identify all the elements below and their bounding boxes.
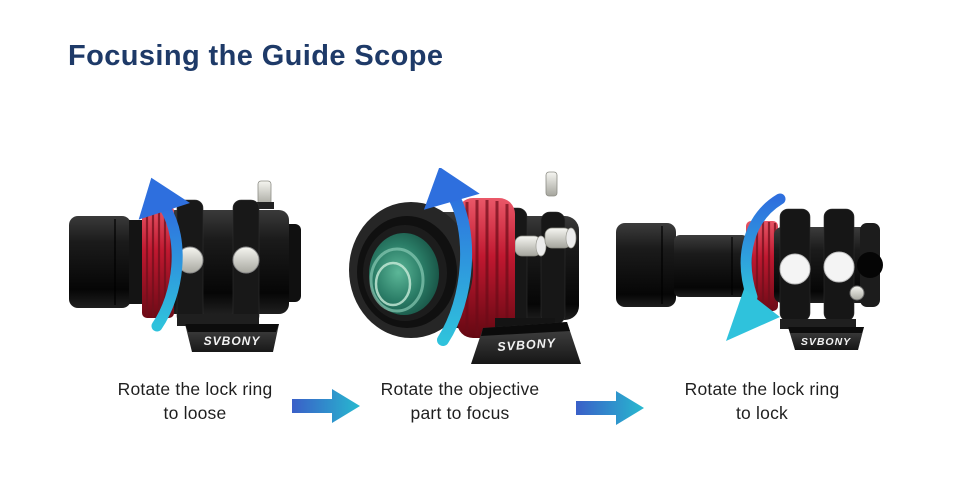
step-1-caption-line1: Rotate the lock ring <box>117 379 273 399</box>
brand-label: SVBONY <box>497 336 557 354</box>
step-1-caption: Rotate the lock ring to loose <box>78 377 312 425</box>
guide-scope-side-view-image: SVBONY <box>616 193 883 350</box>
objective-lens <box>349 202 473 338</box>
scope-body: SVBONY <box>69 180 301 352</box>
next-step-arrow-icon <box>576 391 644 425</box>
step-2-caption-line2: part to focus <box>410 403 510 424</box>
lock-ring <box>142 206 174 318</box>
ring-thumbscrew <box>544 227 577 249</box>
step-3-caption: Rotate the lock ring to lock <box>648 377 876 425</box>
step-1-illustration: SVBONY <box>65 176 305 354</box>
scope-body: SVBONY <box>616 208 883 350</box>
rotation-arrow-counterclockwise <box>138 177 191 332</box>
top-thumbscrew <box>545 171 558 197</box>
brand-label: SVBONY <box>801 336 851 348</box>
ring-thumbscrew <box>514 235 547 257</box>
guide-scope-front-view-image: SVBONY <box>349 168 581 364</box>
step-2-caption: Rotate the objective part to focus <box>348 377 572 425</box>
objective-barrel <box>616 223 676 307</box>
top-thumbscrew <box>257 180 272 206</box>
objective-barrel <box>69 216 131 308</box>
scope-body: SVBONY <box>349 171 581 364</box>
step-2-caption-line1: Rotate the objective <box>380 379 540 399</box>
step-3-illustration: SVBONY <box>612 193 887 351</box>
small-screw <box>849 285 865 301</box>
mount-foot: SVBONY <box>185 324 279 352</box>
next-step-arrow-icon <box>292 389 360 423</box>
step-3-caption-line1: Rotate the lock ring <box>684 379 840 399</box>
guide-scope-side-view-image: SVBONY <box>69 177 301 352</box>
step-3-caption-line2: to lock <box>736 403 788 424</box>
rotation-arrow-clockwise <box>726 193 786 341</box>
step-1-caption-line2: to loose <box>163 403 227 424</box>
ring-thumbscrew <box>232 246 260 274</box>
step-2-illustration: SVBONY <box>345 168 595 366</box>
ring-thumbscrew <box>823 251 855 283</box>
page-title: Focusing the Guide Scope <box>68 40 444 72</box>
mount-foot: SVBONY <box>788 327 864 350</box>
mount-foot: SVBONY <box>471 322 581 364</box>
brand-label: SVBONY <box>204 334 261 348</box>
rotation-arrow-counterclockwise <box>423 168 480 346</box>
ring-thumbscrew <box>779 253 811 285</box>
